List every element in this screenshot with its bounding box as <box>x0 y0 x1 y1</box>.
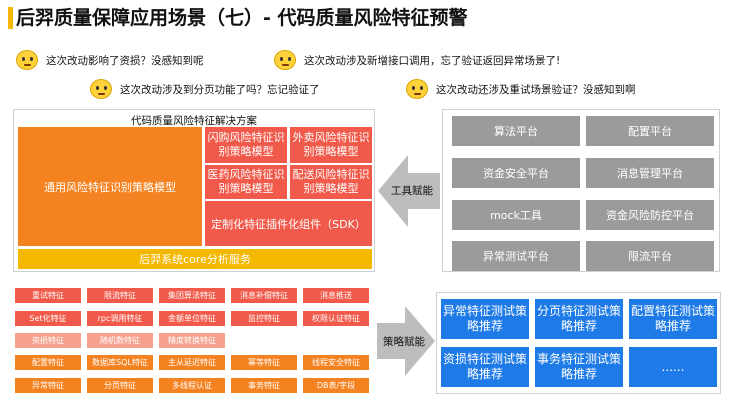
question-1: 这次改动影响了资损？没感知到呢 <box>16 50 204 70</box>
feature-tag: 异常特征 <box>15 378 81 393</box>
medicine-model-block: 医药风险特征识别策略模型 <box>205 165 287 199</box>
platform-item: 消息管理平台 <box>586 158 714 188</box>
platform-item: 限流平台 <box>586 241 714 271</box>
feature-tag: rpc调用特征 <box>87 311 153 326</box>
feature-tag: 随机数特征 <box>87 333 153 348</box>
feature-tag: 限流特征 <box>87 288 153 303</box>
feature-tag: 金额单位特征 <box>159 311 225 326</box>
feature-tag: 权限认证特征 <box>303 311 369 326</box>
feature-tag: 主从延迟特征 <box>159 355 225 370</box>
sdk-block: 定制化特征插件化组件（SDK） <box>205 201 372 246</box>
page-title: 后羿质量保障应用场景（七）- 代码质量风险特征预警 <box>16 7 468 29</box>
feature-tag: 消息推送 <box>303 288 369 303</box>
confused-face-icon <box>406 79 428 99</box>
question-text: 这次改动影响了资损？没感知到呢 <box>46 54 204 67</box>
strategy-enable-label: 策略赋能 <box>383 336 425 348</box>
feature-tag: 精度转换特征 <box>159 333 225 348</box>
platform-item: 算法平台 <box>452 116 580 146</box>
tool-enable-label: 工具赋能 <box>391 185 433 197</box>
question-3: 这次改动涉及到分页功能了吗？忘记验证了 <box>90 79 320 99</box>
feature-tag: Set化特征 <box>15 311 81 326</box>
question-text: 这次改动涉及到分页功能了吗？忘记验证了 <box>120 83 320 96</box>
question-2: 这次改动涉及新增接口调用，忘了验证返回异常场景了! <box>274 50 560 70</box>
feature-tag: 多线程认证 <box>159 378 225 393</box>
platform-item: 配置平台 <box>586 116 714 146</box>
feature-grid: 重试特征限流特征集团算法特征消息补偿特征消息推送 Set化特征 rpc调用特征金额单… <box>13 284 375 395</box>
flash-model-block: 闪购风险特征识别策略模型 <box>205 127 287 163</box>
feature-tag: 重试特征 <box>15 288 81 303</box>
confused-face-icon <box>90 79 112 99</box>
strategy-item: 分页特征测试策略推荐 <box>535 299 623 339</box>
feature-tag: 消息补偿特征 <box>231 288 297 303</box>
strategy-item: 配置特征测试策略推荐 <box>629 299 717 339</box>
feature-tag: 线程安全特征 <box>303 355 369 370</box>
feature-tag: 集团算法特征 <box>159 288 225 303</box>
feature-tag: 幂等特征 <box>231 355 297 370</box>
strategy-item: ...... <box>629 347 717 387</box>
confused-face-icon <box>274 50 296 70</box>
title-accent-bar <box>8 7 13 29</box>
feature-tag: 监控特征 <box>231 311 297 326</box>
question-text: 这次改动还涉及重试场景验证？没感知到啊 <box>436 83 636 96</box>
feature-tag: 数据库SQL特征 <box>87 355 153 370</box>
tool-arrow-icon <box>378 155 440 227</box>
platform-item: mock工具 <box>452 200 580 230</box>
feature-tag: 配置特征 <box>15 355 81 370</box>
core-service-block: 后羿系统core分析服务 <box>18 249 372 269</box>
platform-item: 资金安全平台 <box>452 158 580 188</box>
solution-panel: 代码质量风险特征解决方案 通用风险特征识别策略模型 闪购风险特征识别策略模型 外… <box>13 109 375 272</box>
delivery-model-block: 配送风险特征识别策略模型 <box>290 165 372 199</box>
platform-item: 异常测试平台 <box>452 241 580 271</box>
strategy-arrow-icon <box>377 306 435 376</box>
general-model-block: 通用风险特征识别策略模型 <box>18 127 202 246</box>
takeout-model-block: 外卖风险特征识别策略模型 <box>290 127 372 163</box>
feature-tag: 资损特征 <box>15 333 81 348</box>
strategy-item: 资损特征测试策略推荐 <box>441 347 529 387</box>
feature-tag: 事务特征 <box>231 378 297 393</box>
solution-title: 代码质量风险特征解决方案 <box>131 115 257 127</box>
question-4: 这次改动还涉及重试场景验证？没感知到啊 <box>406 79 636 99</box>
feature-tag: DB表/字段 <box>303 378 369 393</box>
platform-item: 资金风险防控平台 <box>586 200 714 230</box>
strategy-item: 异常特征测试策略推荐 <box>441 299 529 339</box>
question-text: 这次改动涉及新增接口调用，忘了验证返回异常场景了! <box>304 54 561 67</box>
platform-panel: 算法平台 配置平台 资金安全平台 消息管理平台 mock工具 资金风险防控平台 … <box>442 109 720 272</box>
feature-tag: 分页特征 <box>87 378 153 393</box>
confused-face-icon <box>16 50 38 70</box>
strategy-item: 事务特征测试策略推荐 <box>535 347 623 387</box>
strategy-panel: 异常特征测试策略推荐 分页特征测试策略推荐 配置特征测试策略推荐 资损特征测试策… <box>436 292 721 394</box>
